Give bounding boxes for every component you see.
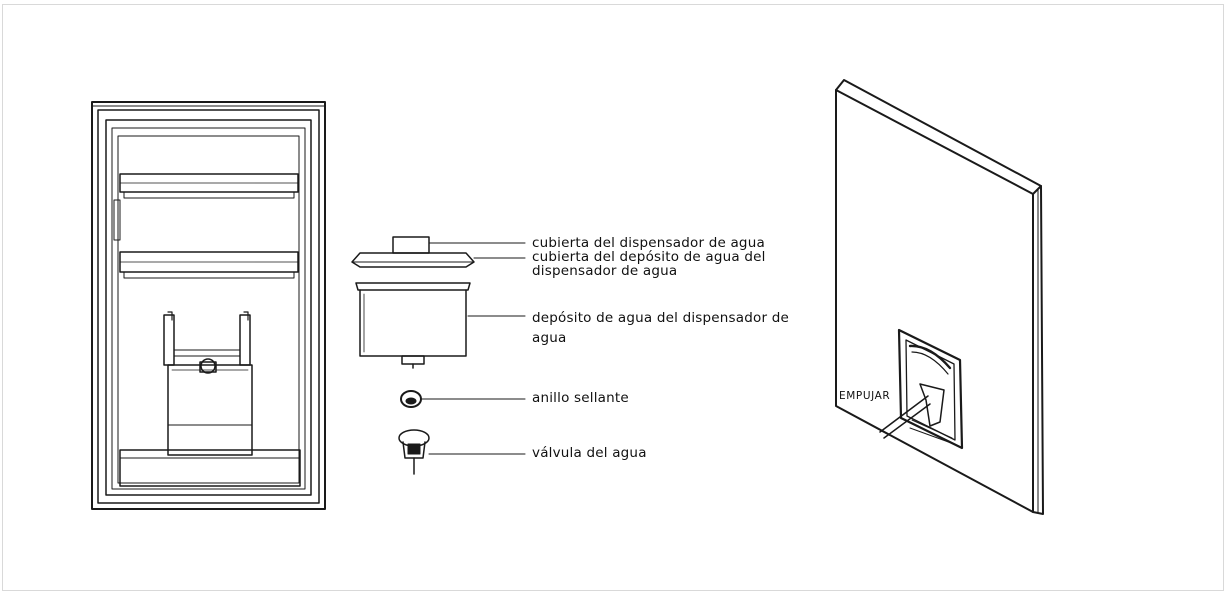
label-tank-cover: cubierta del depósito de agua del dispen… (532, 249, 766, 279)
door-exterior-view (835, 79, 1044, 515)
seal-ring-shape (400, 390, 422, 408)
label-water-tank: depósito de agua del dispensador de agua (532, 310, 790, 346)
leader-lines (420, 242, 526, 455)
label-dispenser-cover: cubierta del dispensador de agua (532, 235, 765, 251)
label-water-valve: válvula del agua (532, 445, 647, 461)
label-seal-ring: anillo sellante (532, 390, 629, 406)
diagram-frame (2, 4, 1224, 591)
label-push: EMPUJAR (839, 390, 891, 402)
tank-cover-shape (351, 252, 475, 268)
door-interior-view (91, 101, 326, 510)
dispenser-cover-shape (392, 236, 430, 254)
valve-shape (398, 429, 430, 475)
water-tank-shape (355, 282, 471, 369)
